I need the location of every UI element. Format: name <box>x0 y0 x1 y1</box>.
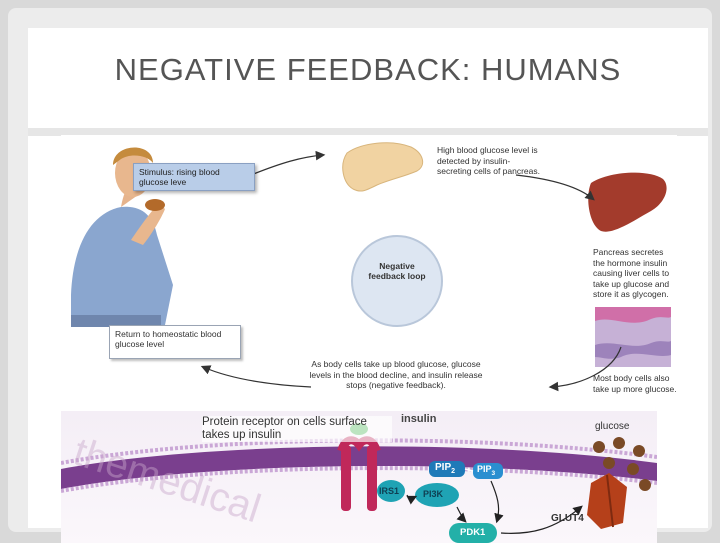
pancreas-secretes-text: Pancreas secretes the hormone insulin ca… <box>593 247 670 299</box>
title-band: NEGATIVE FEEDBACK: HUMANS <box>28 28 708 128</box>
insulin-signaling-figure: themedical Protein receptor on cells sur… <box>61 411 657 543</box>
glut4-label: GLUT4 <box>551 513 584 524</box>
decline-text: As body cells take up blood glucose, glu… <box>309 359 483 390</box>
negative-feedback-loop-circle: Negative feedback loop <box>351 235 443 327</box>
pdk1-protein <box>449 523 497 543</box>
pi3k-label: PI3K <box>423 489 444 499</box>
irs1-label: IRS1 <box>379 486 400 496</box>
cell-membrane <box>61 446 657 489</box>
pip3-label: PIP3 <box>477 464 496 477</box>
arrow-tissue-to-decline <box>548 346 622 392</box>
arrow-decline-to-return <box>200 365 312 388</box>
glut4-transporter <box>587 473 627 529</box>
return-box: Return to homeostatic blood glucose leve… <box>109 325 241 359</box>
pip3-protein <box>473 463 503 479</box>
pancreas-illustration <box>342 142 424 192</box>
body-tissue-illustration <box>595 307 671 367</box>
detection-text: High blood glucose level is detected by … <box>437 145 540 176</box>
slide-frame: NEGATIVE FEEDBACK: HUMANS <box>8 8 712 543</box>
glucose-label: glucose <box>595 421 630 432</box>
feedback-loop-figure: Stimulus: rising blood glucose leve High… <box>61 135 677 407</box>
glucose-molecules <box>593 437 651 491</box>
receptor-caption: Protein receptor on cells surface takes … <box>202 416 392 442</box>
slide-title: NEGATIVE FEEDBACK: HUMANS <box>114 52 622 87</box>
body-cells-text: Most body cells also take up more glucos… <box>593 373 677 394</box>
irs1-protein <box>377 480 405 502</box>
arrow-pancreas-to-liver <box>515 174 595 201</box>
pi3k-protein <box>415 483 459 507</box>
pdk1-label: PDK1 <box>460 527 486 538</box>
pip2-protein <box>429 461 465 477</box>
insulin-label: insulin <box>401 413 437 425</box>
arrow-stimulus-to-pancreas <box>250 150 326 176</box>
title-divider <box>28 128 708 136</box>
feedback-illustrations <box>71 142 671 392</box>
liver-illustration <box>588 172 667 232</box>
loop-label: Negative feedback loop <box>368 261 426 281</box>
stimulus-box: Stimulus: rising blood glucose leve <box>133 163 255 191</box>
slide: NEGATIVE FEEDBACK: HUMANS <box>28 28 708 543</box>
pip2-label: PIP2 <box>435 462 456 475</box>
